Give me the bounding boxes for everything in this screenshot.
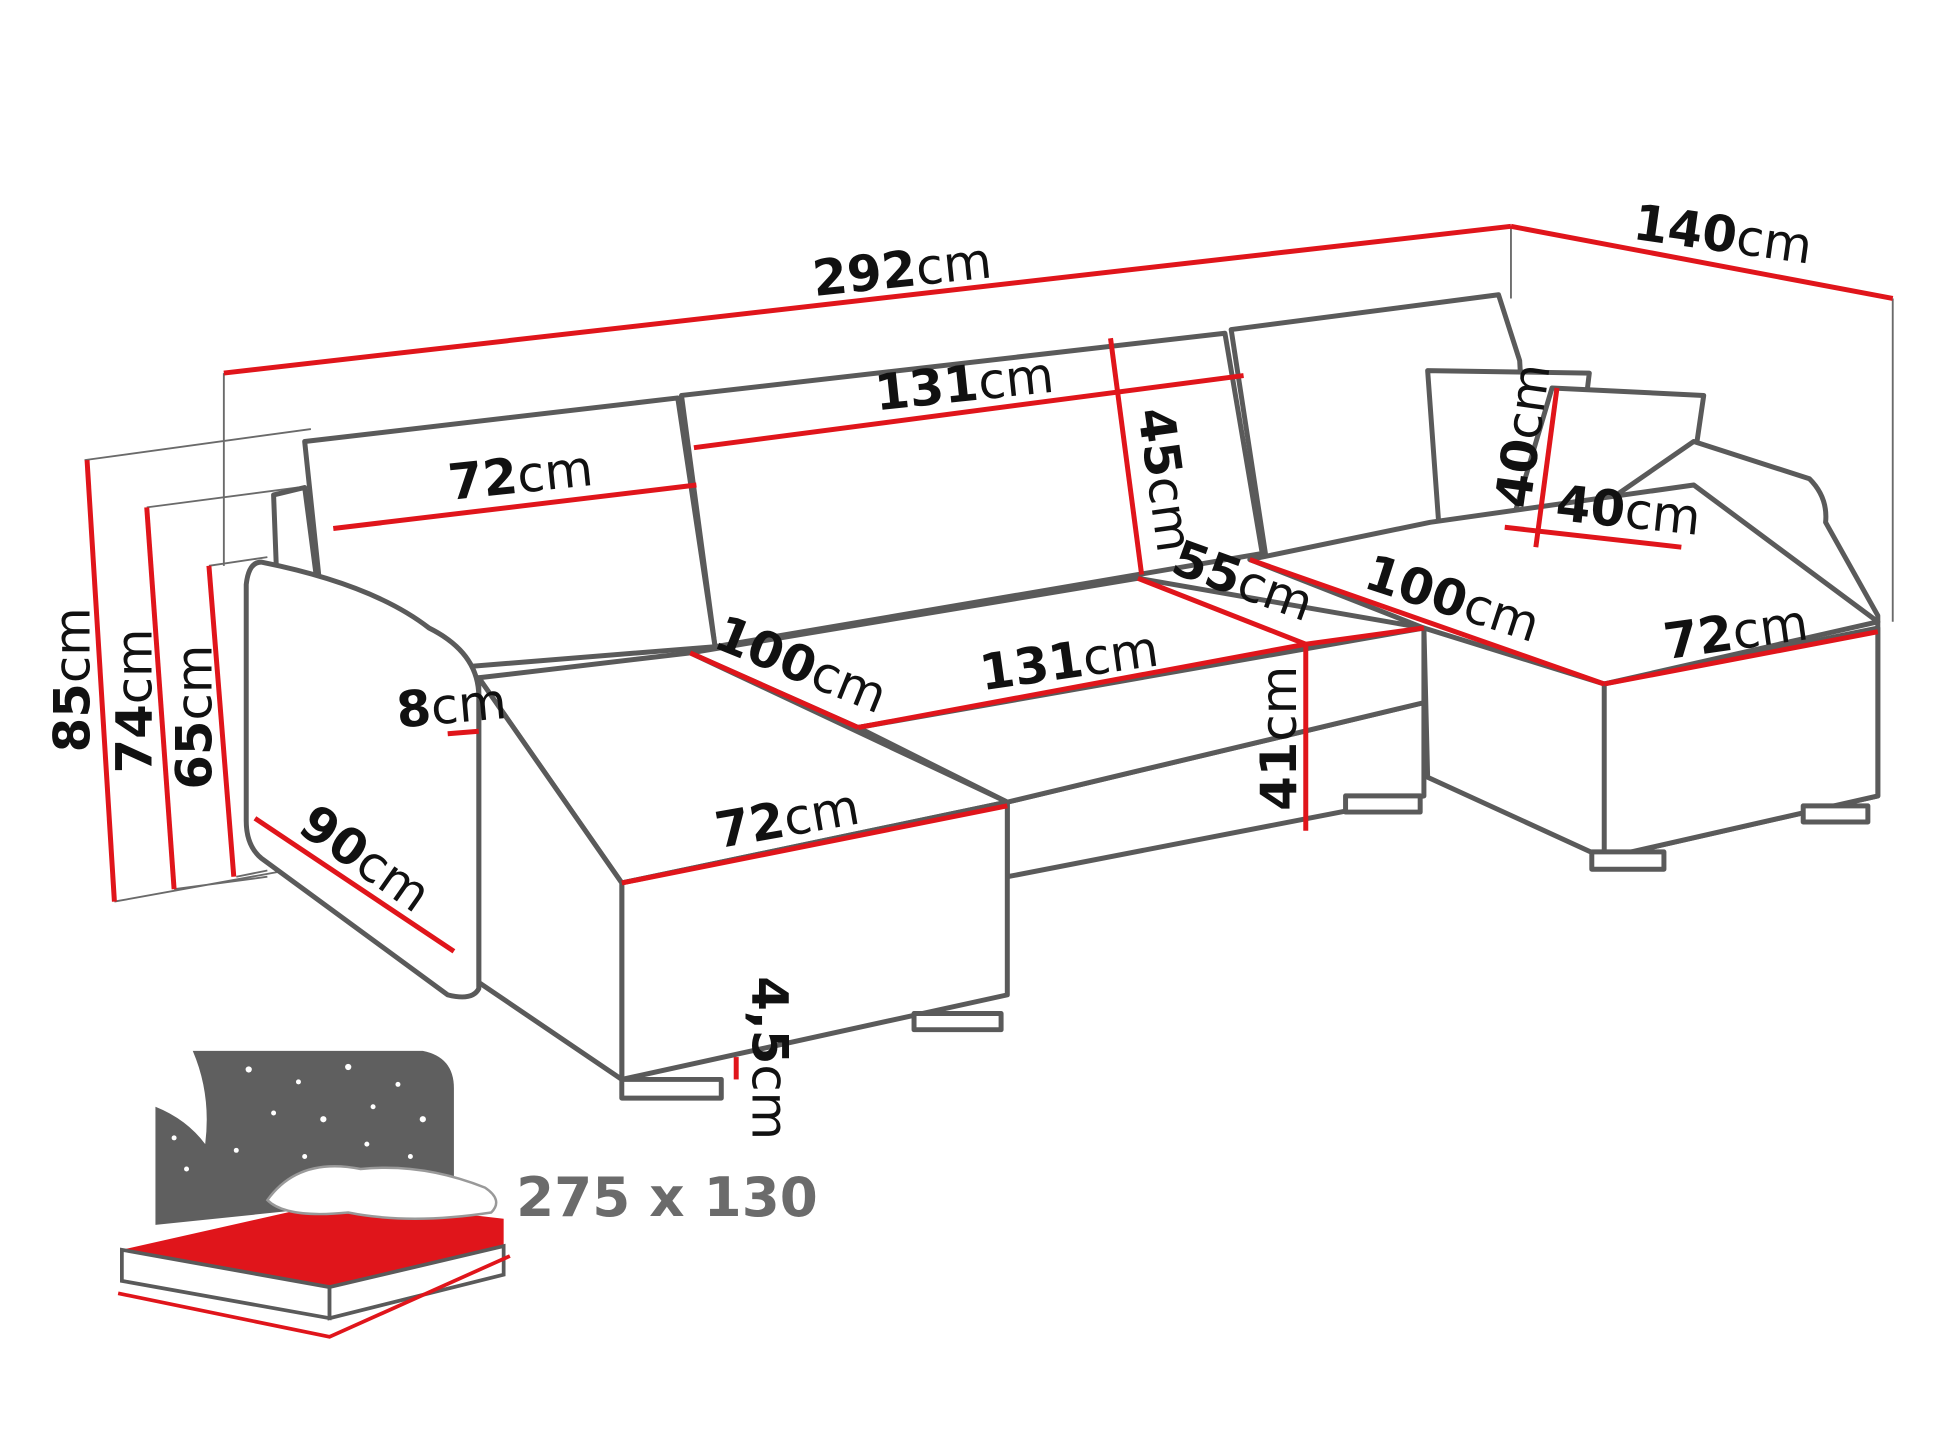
label-arm-height: 74cm bbox=[106, 628, 164, 773]
label-arm-width: 8cm bbox=[394, 672, 509, 739]
dimension-lines bbox=[84, 223, 1894, 1080]
label-depth-right: 140cm bbox=[1630, 193, 1816, 275]
extension-lines bbox=[84, 226, 1894, 903]
sofa-legs bbox=[619, 793, 1871, 1101]
label-seat-height: 41cm bbox=[1250, 666, 1308, 811]
dimension-labels: 292cm 140cm 131cm 72cm 45cm 40cm 40cm 85… bbox=[44, 193, 1816, 1140]
label-left-chaise-width: 72cm bbox=[711, 778, 864, 860]
label-back-left: 72cm bbox=[445, 439, 595, 512]
label-right-chaise-width: 72cm bbox=[1660, 593, 1812, 671]
sofa-drawing bbox=[243, 292, 1881, 1101]
label-seat-back-height: 65cm bbox=[165, 645, 223, 790]
label-total-width: 292cm bbox=[810, 231, 995, 307]
stars-icon bbox=[171, 1063, 426, 1172]
label-pillow-height: 40cm bbox=[1484, 360, 1562, 512]
label-leg-height: 4,5cm bbox=[740, 976, 798, 1140]
bed-function-icon: 275 x 130 bbox=[117, 1050, 818, 1339]
label-total-height: 85cm bbox=[44, 607, 102, 752]
label-seat-middle: 131cm bbox=[976, 620, 1162, 702]
label-back-middle: 131cm bbox=[872, 346, 1057, 422]
label-back-height: 45cm bbox=[1126, 404, 1204, 556]
sleeping-area-label: 275 x 130 bbox=[516, 1165, 818, 1229]
label-pillow-width: 40cm bbox=[1553, 474, 1703, 547]
